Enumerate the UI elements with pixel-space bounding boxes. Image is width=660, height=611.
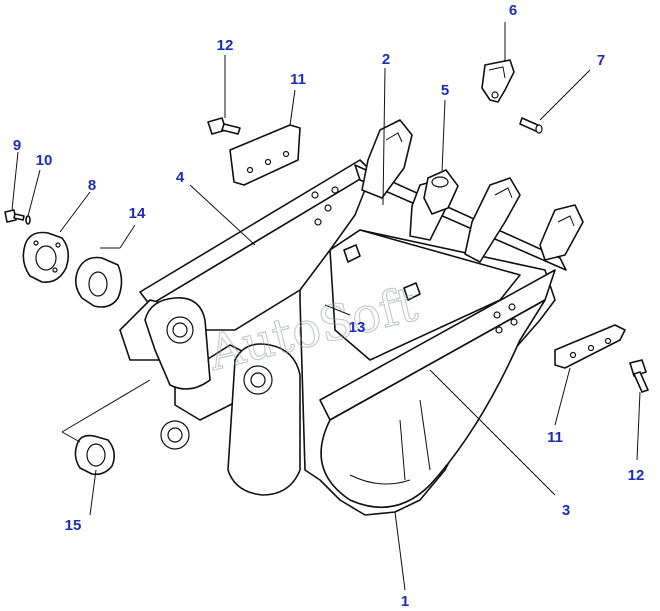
pin-7 [519, 117, 543, 134]
callout-8: 8 [88, 177, 96, 194]
callout-7: 7 [597, 52, 605, 69]
callout-15: 15 [65, 517, 82, 534]
callout-1: 1 [401, 593, 409, 610]
callout-11-lower: 11 [547, 429, 563, 446]
boss-8 [22, 231, 70, 284]
shim-14 [74, 256, 123, 308]
bolt-12-upper [207, 117, 241, 135]
bolt-12-lower [629, 359, 649, 393]
callout-11-upper: 11 [290, 71, 306, 88]
callout-12-lower: 12 [628, 467, 645, 484]
nut-13 [343, 244, 421, 301]
bolt-9 [4, 209, 25, 223]
tooth-adapters [361, 119, 584, 263]
side-cutter-11-upper [229, 124, 301, 186]
callout-6: 6 [509, 2, 517, 19]
callout-9: 9 [13, 137, 21, 154]
side-cutter-11-lower [554, 324, 626, 369]
callout-5: 5 [441, 82, 449, 99]
washer-10 [25, 215, 31, 225]
callout-10: 10 [36, 152, 53, 169]
callout-4: 4 [176, 169, 185, 186]
bushing-15 [74, 434, 116, 476]
callout-14: 14 [129, 205, 146, 222]
leader-lines [11, 22, 641, 591]
callout-2: 2 [382, 51, 390, 68]
bucket-body [119, 159, 567, 516]
tooth-5 [423, 169, 459, 215]
callout-3: 3 [562, 502, 570, 519]
callout-13: 13 [349, 319, 366, 336]
callout-labels: 1 2 3 4 5 6 7 8 9 10 11 11 12 12 13 14 1… [13, 2, 645, 610]
callout-12-upper: 12 [217, 37, 234, 54]
tooth-tip-6 [481, 59, 515, 103]
